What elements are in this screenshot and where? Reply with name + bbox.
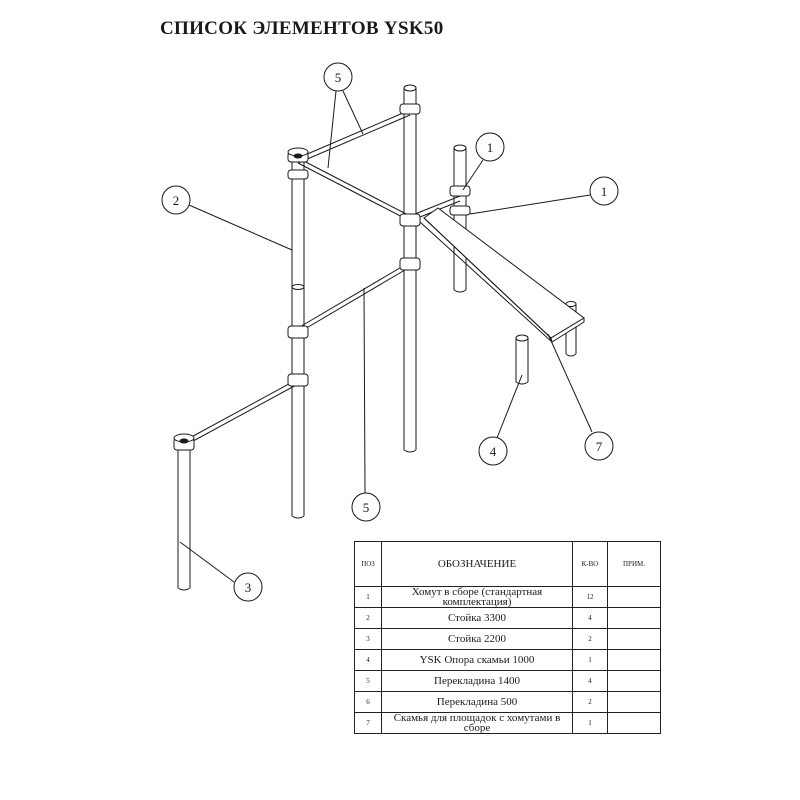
svg-text:1: 1 (487, 140, 494, 155)
cell-note (607, 691, 661, 713)
table-row: 2 Стойка 3300 4 (354, 607, 661, 629)
crossbar-top-right (297, 157, 411, 222)
crossbar-low-left (183, 378, 299, 447)
post-bench-far (453, 144, 467, 293)
cell-qty: 1 (572, 712, 608, 734)
post-short-left (177, 446, 191, 591)
crossbars (183, 109, 461, 447)
header-pos: ПОЗ (354, 541, 382, 587)
svg-text:7: 7 (596, 439, 603, 454)
crossbar-middle (297, 261, 411, 334)
callout-5-top: 5 (323, 62, 353, 92)
clamp (449, 185, 471, 197)
clamp (173, 433, 195, 451)
clamps (173, 103, 471, 451)
callout-1-upper: 1 (475, 132, 505, 162)
svg-text:1: 1 (601, 184, 608, 199)
callout-1-right: 1 (589, 176, 619, 206)
table-row: 3 Стойка 2200 2 (354, 628, 661, 650)
callout-7: 7 (584, 431, 614, 461)
leader-lines (179, 90, 593, 583)
table-row: 1 Хомут в сборе (стандартная комплектаци… (354, 586, 661, 608)
cell-note (607, 628, 661, 650)
clamp (287, 325, 309, 339)
cell-note (607, 670, 661, 692)
page-title: СПИСОК ЭЛЕМЕНТОВ YSK50 (160, 18, 444, 39)
cell-pos: 3 (354, 628, 382, 650)
cell-pos: 6 (354, 691, 382, 713)
cell-qty: 4 (572, 607, 608, 629)
cell-name: Скамья для площадок с хомутами в сборе (381, 712, 573, 734)
table-header-row: ПОЗ ОБОЗНАЧЕНИЕ К-ВО ПРИМ. (354, 541, 661, 587)
crossbar-top-back (297, 109, 411, 164)
table-row: 5 Перекладина 1400 4 (354, 670, 661, 692)
cell-name: Стойка 3300 (381, 607, 573, 629)
cell-qty: 12 (572, 586, 608, 608)
callouts: 5 1 1 2 4 7 5 3 (161, 62, 619, 602)
bench-board (419, 207, 585, 343)
clamp (399, 213, 421, 227)
cell-pos: 7 (354, 712, 382, 734)
clamp (287, 147, 309, 163)
cell-note (607, 607, 661, 629)
cell-pos: 5 (354, 670, 382, 692)
cell-note (607, 712, 661, 734)
table-row: 4 YSK Опора скамьи 1000 1 (354, 649, 661, 671)
cell-note (607, 586, 661, 608)
callout-2: 2 (161, 185, 191, 215)
callout-5-bottom: 5 (351, 492, 381, 522)
clamp (399, 257, 421, 271)
clamp (449, 205, 471, 216)
svg-text:3: 3 (245, 580, 252, 595)
cell-note (607, 649, 661, 671)
header-name: ОБОЗНАЧЕНИЕ (381, 541, 573, 587)
cell-qty: 2 (572, 628, 608, 650)
callout-4: 4 (478, 436, 508, 466)
svg-text:5: 5 (363, 500, 370, 515)
cell-pos: 1 (354, 586, 382, 608)
cell-pos: 2 (354, 607, 382, 629)
header-note: ПРИМ. (607, 541, 661, 587)
cell-qty: 2 (572, 691, 608, 713)
header-qty: К-ВО (572, 541, 608, 587)
clamp (287, 169, 309, 180)
parts-list-table: ПОЗ ОБОЗНАЧЕНИЕ К-ВО ПРИМ. 1 Хомут в сбо… (354, 541, 661, 734)
svg-text:2: 2 (173, 193, 180, 208)
cell-qty: 1 (572, 649, 608, 671)
cell-name: Хомут в сборе (стандартная комплектация) (381, 586, 573, 608)
table-row: 7 Скамья для площадок с хомутами в сборе… (354, 712, 661, 734)
table-row: 6 Перекладина 500 2 (354, 691, 661, 713)
svg-text:5: 5 (335, 70, 342, 85)
cell-pos: 4 (354, 649, 382, 671)
bench-support-post (515, 334, 529, 385)
clamp (287, 373, 309, 387)
callout-3: 3 (233, 572, 263, 602)
cell-name: Перекладина 500 (381, 691, 573, 713)
cell-qty: 4 (572, 670, 608, 692)
clamp (399, 103, 421, 115)
svg-text:4: 4 (490, 444, 497, 459)
cell-name: Стойка 2200 (381, 628, 573, 650)
cell-name: Перекладина 1400 (381, 670, 573, 692)
cell-name: YSK Опора скамьи 1000 (381, 649, 573, 671)
